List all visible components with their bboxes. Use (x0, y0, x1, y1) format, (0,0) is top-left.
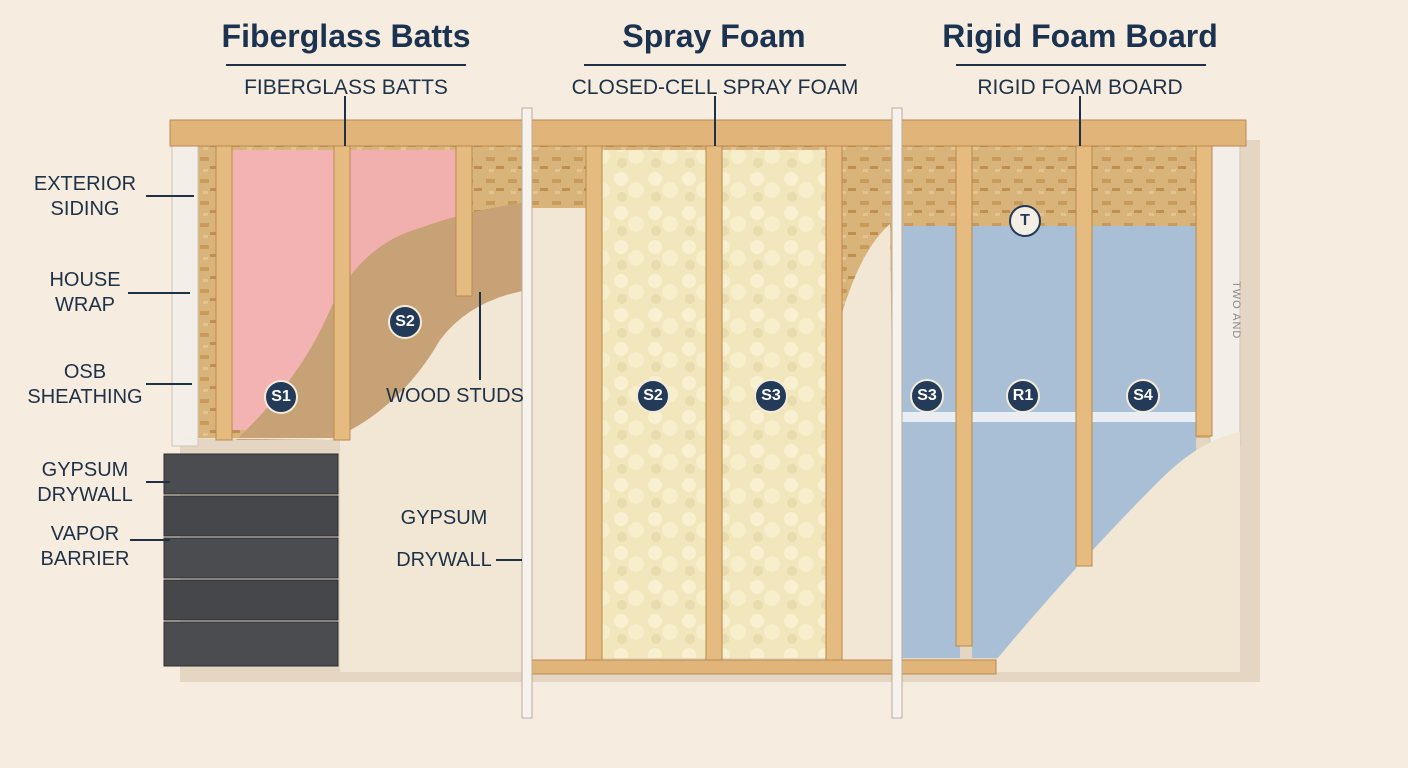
label-osb-sheathing: OSB SHEATHING (20, 360, 150, 410)
stud-9 (1195, 145, 1213, 437)
foam-seam-tape (900, 412, 1196, 422)
stud-7 (955, 145, 973, 647)
gypsum-drywall-corner (996, 432, 1240, 672)
badge-rigid-s3: S3 (910, 379, 944, 413)
badge-rigid-s4: S4 (1126, 379, 1160, 413)
label-line: DRYWALL (37, 484, 133, 506)
label-drywall: DRYWALL (396, 549, 492, 571)
label-vapor-barrier: VAPOR BARRIER (20, 522, 150, 572)
section-subtitle-fiberglass: FIBERGLASS BATTS (244, 76, 448, 99)
stud-2 (333, 145, 351, 441)
section-subtitle-spray: CLOSED-CELL SPRAY FOAM (571, 76, 859, 99)
label-line: HOUSE (49, 269, 121, 291)
label-house-wrap: HOUSE WRAP (20, 268, 150, 318)
gypsum-drywall-mid (530, 208, 588, 660)
badge-spray-s2: S2 (636, 379, 670, 413)
label-line: BARRIER (40, 548, 130, 570)
gypsum-drywall-left (170, 290, 528, 672)
section-subtitle-rigid: RIGID FOAM BOARD (977, 76, 1183, 99)
rigid-foam-board-2 (972, 226, 1076, 658)
section-title-spray: Spray Foam (622, 18, 806, 54)
gypsum-drywall-right-strip (840, 224, 896, 660)
label-line: OSB (63, 361, 107, 383)
stud-6 (825, 145, 843, 661)
section-title-fiberglass: Fiberglass Batts (221, 18, 471, 54)
stud-4 (585, 145, 603, 661)
section-rule-fiberglass (226, 64, 466, 66)
badge-fiberglass-s1: S1 (264, 380, 298, 414)
label-line: WRAP (55, 294, 115, 316)
badge-spray-s3: S3 (754, 379, 788, 413)
label-gypsum-drywall: GYPSUM DRYWALL (20, 458, 150, 508)
house-wrap-left (171, 145, 199, 447)
leader-lines (128, 96, 1081, 561)
top-plate (169, 119, 1247, 147)
bottom-plate (529, 659, 997, 675)
stud-3 (455, 145, 473, 297)
section-rule-spray (584, 64, 846, 66)
kraft-vapor-barrier (236, 202, 528, 440)
rigid-foam-board-1 (900, 226, 960, 658)
badge-fiberglass-s2: S2 (388, 305, 422, 339)
label-wood-studs: WOOD STUDS (386, 385, 524, 407)
section-title-rigid: Rigid Foam Board (942, 18, 1218, 54)
house-wrap-print: TWO AND (1230, 280, 1242, 340)
label-line: EXTERIOR (33, 173, 137, 195)
stud-1 (215, 145, 233, 441)
label-gypsum: GYPSUM (400, 507, 488, 529)
label-line: SHEATHING (27, 386, 143, 408)
exterior-siding (163, 453, 339, 667)
label-line: SIDING (50, 198, 120, 220)
badge-rigid-t: T (1009, 205, 1041, 237)
label-exterior-siding: EXTERIOR SIDING (20, 172, 150, 222)
section-rule-rigid (956, 64, 1206, 66)
section-divider-1 (521, 107, 533, 719)
badge-rigid-r1: R1 (1006, 379, 1040, 413)
stud-5 (705, 145, 723, 661)
label-line: VAPOR (50, 523, 120, 545)
stud-8 (1075, 145, 1093, 567)
section-divider-2 (891, 107, 903, 719)
label-line: GYPSUM (41, 459, 129, 481)
